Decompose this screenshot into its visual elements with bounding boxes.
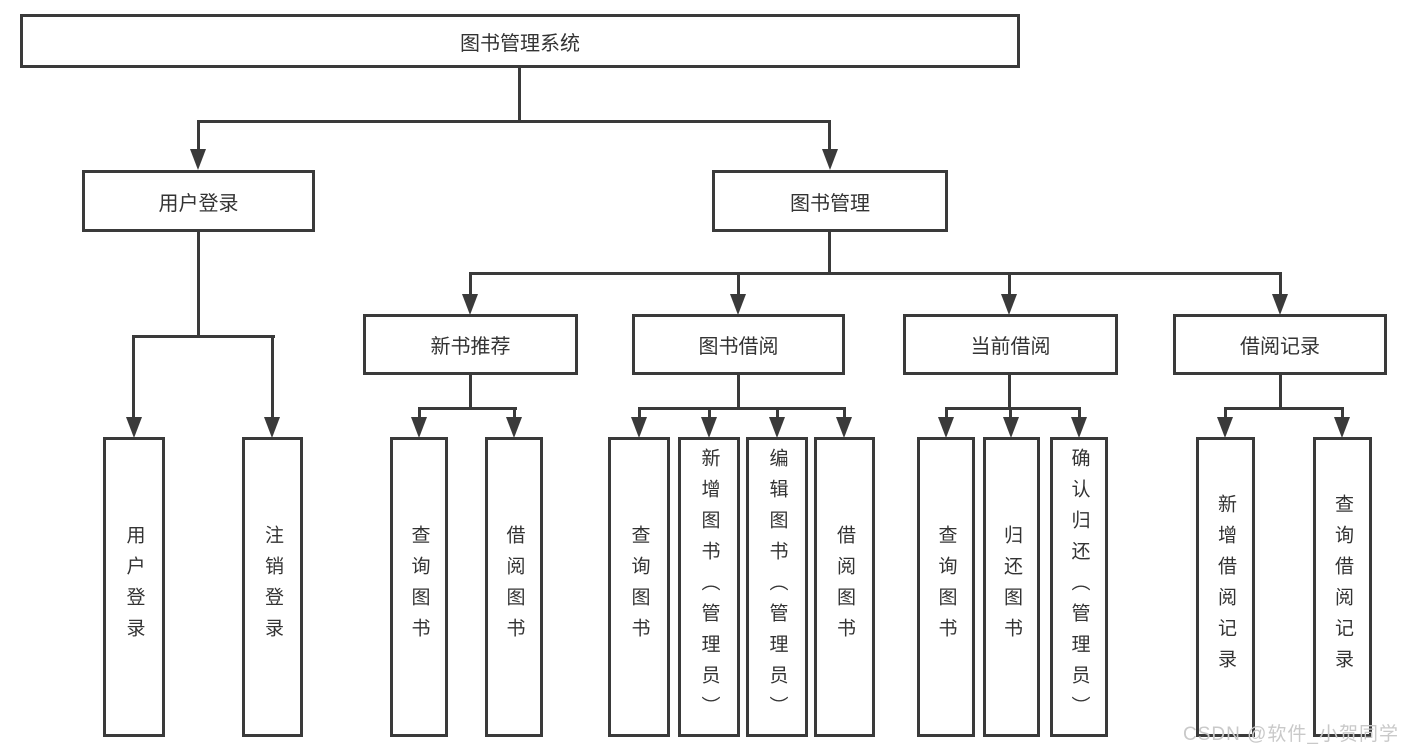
leaf-edit-books-admin: 编辑图书（管理员） [746,437,808,737]
leaf-borrow-books: 借阅图书 [814,437,875,737]
arrow-down-icon [1272,294,1288,315]
leaf-query-books-borrow: 查询图书 [608,437,670,737]
arrow-down-icon [411,417,427,438]
leaf-user-login: 用户登录 [103,437,165,737]
arrow-down-icon [1071,417,1087,438]
connector-drop [1341,407,1344,421]
leaf-add-books-admin-label: 新增图书（管理员） [698,447,720,727]
node-current-borrow-label: 当前借阅 [970,336,1051,358]
leaf-query-books-current: 查询图书 [917,437,975,737]
leaf-query-books-current-label: 查询图书 [935,525,957,649]
leaf-add-borrow-record: 新增借阅记录 [1196,437,1255,737]
leaf-confirm-return-admin-label: 确认归还（管理员） [1068,447,1090,727]
node-borrow-records: 借阅记录 [1173,314,1387,375]
arrow-down-icon [264,417,280,438]
node-new-book-recommend: 新书推荐 [363,314,578,375]
leaf-query-books-recommend-label: 查询图书 [408,525,430,649]
leaf-borrow-books-recommend-label: 借阅图书 [503,525,525,649]
arrow-down-icon [822,149,838,170]
leaf-query-borrow-record-label: 查询借阅记录 [1332,494,1353,680]
connector-drop [776,407,779,421]
arrow-down-icon [631,417,647,438]
leaf-borrow-books-label: 借阅图书 [834,525,855,649]
connector-stem [1008,374,1011,410]
connector-bus [638,407,846,410]
leaf-query-borrow-record: 查询借阅记录 [1313,437,1372,737]
connector-drop [271,335,274,421]
leaf-borrow-books-recommend: 借阅图书 [485,437,543,737]
connector-drop [828,120,831,152]
connector-stem [828,232,831,275]
connector-drop [638,407,641,421]
arrow-down-icon [190,149,206,170]
node-user-login: 用户登录 [82,170,315,232]
node-user-login-label: 用户登录 [158,192,239,215]
arrow-down-icon [506,417,522,438]
node-library-system: 图书管理系统 [20,14,1020,68]
connector-drop [132,335,135,421]
arrow-down-icon [701,417,717,438]
arrow-down-icon [126,417,142,438]
connector-drop [1009,407,1012,421]
leaf-query-books-recommend: 查询图书 [390,437,448,737]
connector-bus [132,335,275,338]
leaf-user-login-label: 用户登录 [123,525,145,649]
connector-stem [737,374,740,410]
connector-drop [843,407,846,421]
node-borrow-records-label: 借阅记录 [1240,336,1320,358]
node-book-management-label: 图书管理 [790,192,870,215]
csdn-watermark: CSDN @软件_小贺同学 [1183,724,1399,745]
arrow-down-icon [462,294,478,315]
connector-bus [418,407,517,410]
node-book-management: 图书管理 [712,170,948,232]
connector-drop [418,407,421,421]
connector-drop [737,272,740,300]
leaf-return-books-label: 归还图书 [1001,525,1022,649]
connector-drop [1279,272,1282,300]
connector-root-bus [197,120,831,123]
connector-drop [1008,272,1011,300]
arrow-down-icon [1217,417,1233,438]
leaf-query-books-borrow-label: 查询图书 [628,525,650,649]
leaf-add-borrow-record-label: 新增借阅记录 [1215,494,1236,680]
node-book-borrow-label: 图书借阅 [698,336,779,358]
connector-root-stem [518,65,521,123]
node-library-system-label: 图书管理系统 [460,32,580,55]
leaf-add-books-admin: 新增图书（管理员） [678,437,740,737]
connector-drop [513,407,516,421]
connector-drop [1078,407,1081,421]
leaf-edit-books-admin-label: 编辑图书（管理员） [766,447,788,727]
connector-drop [1224,407,1227,421]
connector-stem [197,232,200,338]
connector-drop [945,407,948,421]
leaf-logout-label: 注销登录 [262,525,283,649]
leaf-return-books: 归还图书 [983,437,1040,737]
arrow-down-icon [938,417,954,438]
node-current-borrow: 当前借阅 [903,314,1118,375]
connector-stem [469,374,472,410]
connector-stem [1279,374,1282,410]
leaf-logout: 注销登录 [242,437,303,737]
connector-bus [945,407,1081,410]
arrow-down-icon [769,417,785,438]
arrow-down-icon [836,417,852,438]
connector-drop [469,272,472,300]
connector-bus [469,272,1282,275]
connector-drop [197,120,200,152]
leaf-confirm-return-admin: 确认归还（管理员） [1050,437,1108,737]
connector-bus [1224,407,1344,410]
node-new-book-recommend-label: 新书推荐 [430,336,511,358]
arrow-down-icon [730,294,746,315]
arrow-down-icon [1003,417,1019,438]
arrow-down-icon [1334,417,1350,438]
arrow-down-icon [1001,294,1017,315]
connector-drop [708,407,711,421]
node-book-borrow: 图书借阅 [632,314,845,375]
